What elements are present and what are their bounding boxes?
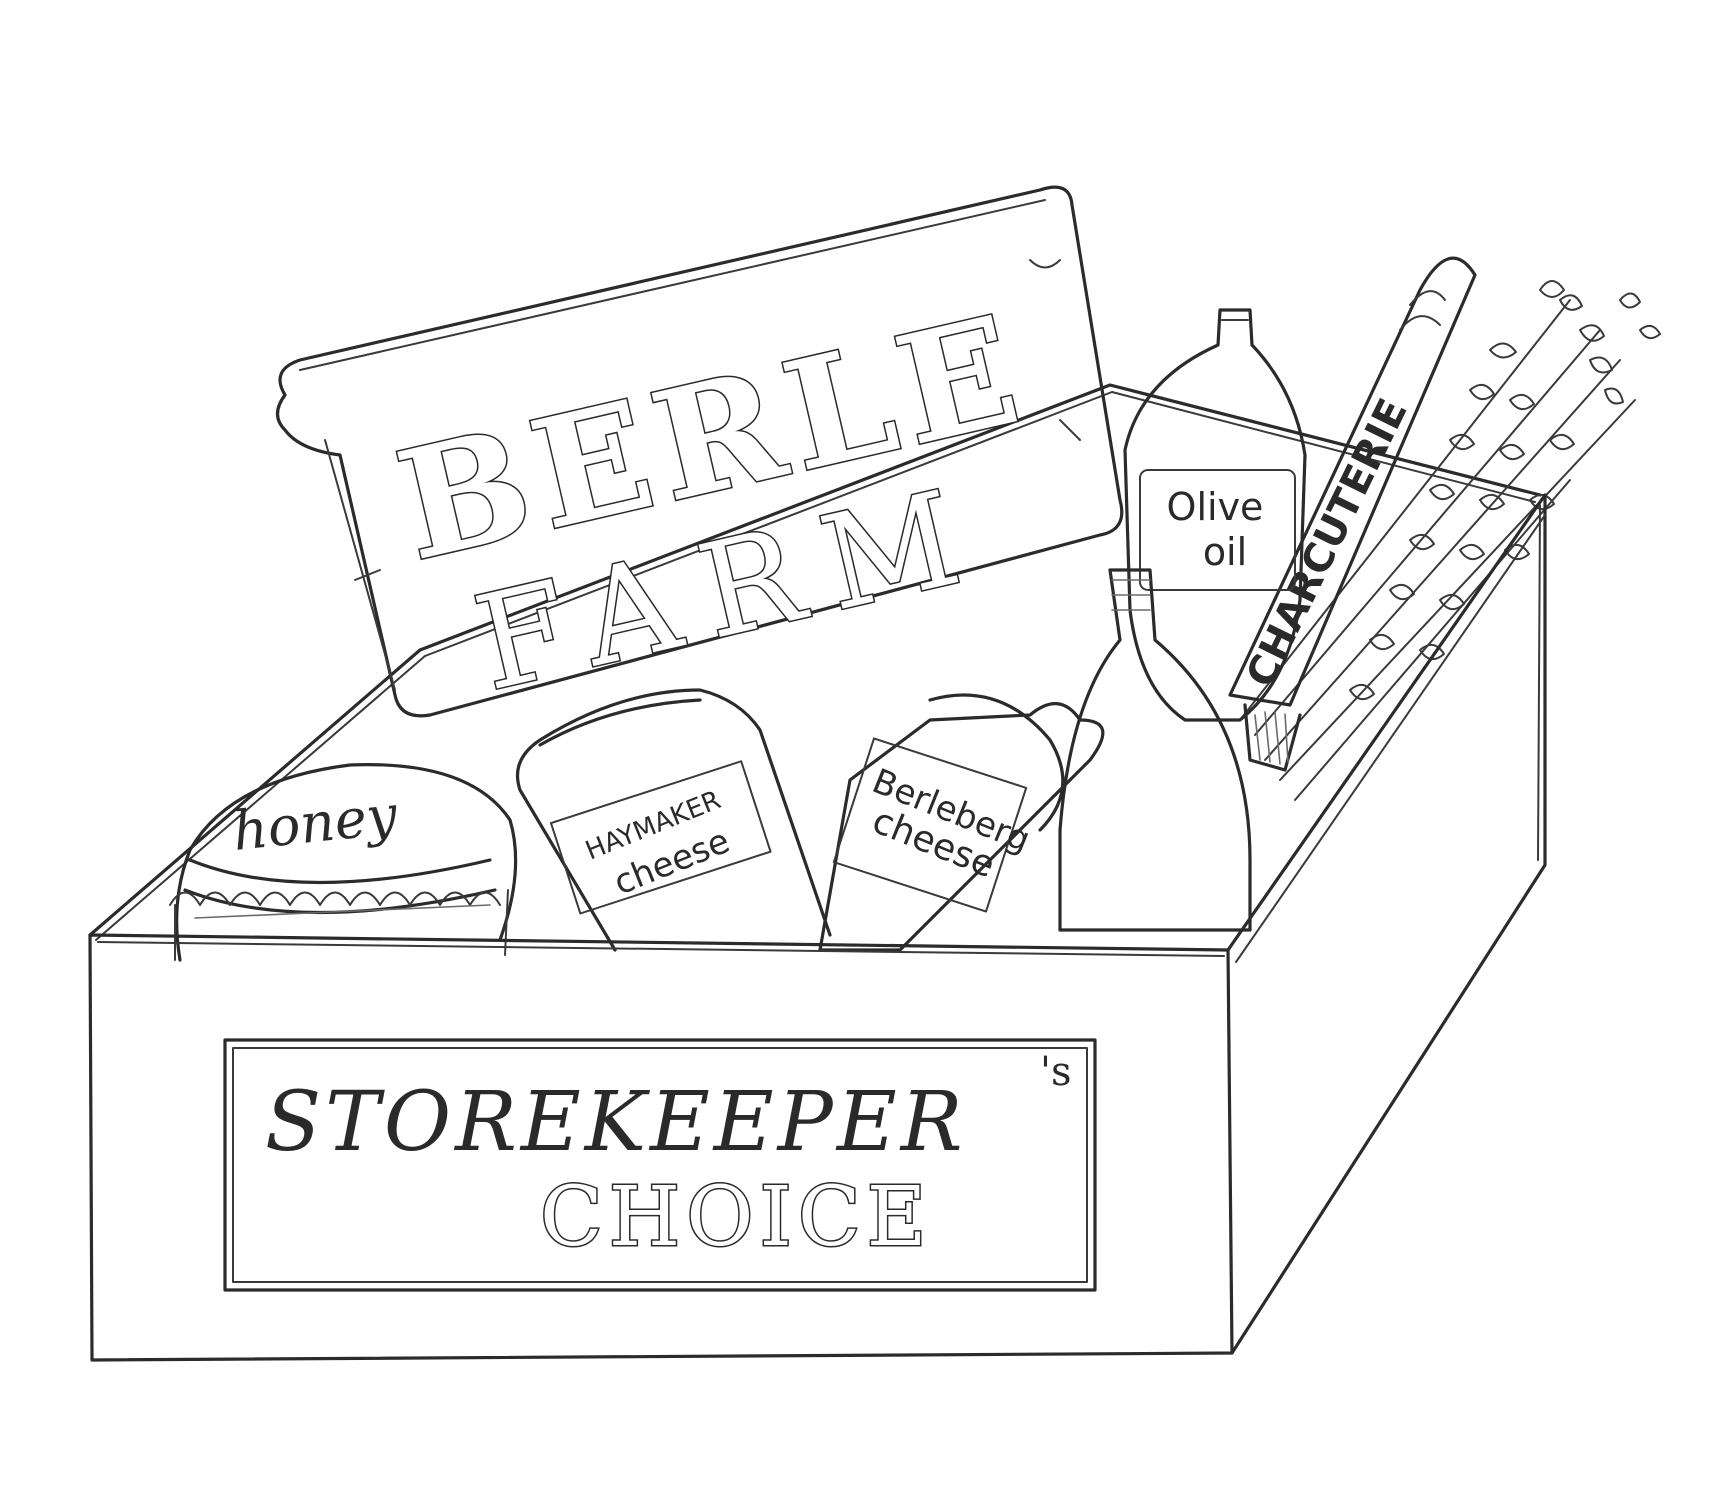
box-label-frame	[223, 1038, 1097, 1292]
wine-bottle	[1058, 568, 1252, 932]
herb-bundle	[1239, 280, 1661, 801]
olive-oil-label-line2: oil	[1203, 530, 1247, 574]
honey-label: honey	[230, 783, 402, 863]
box-label: STOREKEEPER 's CHOICE	[265, 1049, 1072, 1267]
haymaker-label-frame	[549, 760, 772, 915]
honey-jar: honey	[169, 763, 518, 962]
haymaker-cheese: HAYMAKER cheese	[515, 688, 832, 952]
olive-oil-bottle: Olive oil	[1123, 308, 1307, 722]
box-label-line1: STOREKEEPER	[265, 1075, 966, 1170]
box-front	[88, 493, 1547, 1362]
berle-farm-sign: BERLE FARM	[275, 185, 1124, 722]
box-label-line2: CHOICE	[540, 1170, 932, 1265]
olive-oil-label-frame	[1139, 469, 1296, 591]
berleberg-label-frame	[832, 737, 1028, 913]
olive-oil-label-line1: Olive	[1167, 485, 1264, 529]
box-label-line1-suffix: 's	[1040, 1049, 1072, 1095]
